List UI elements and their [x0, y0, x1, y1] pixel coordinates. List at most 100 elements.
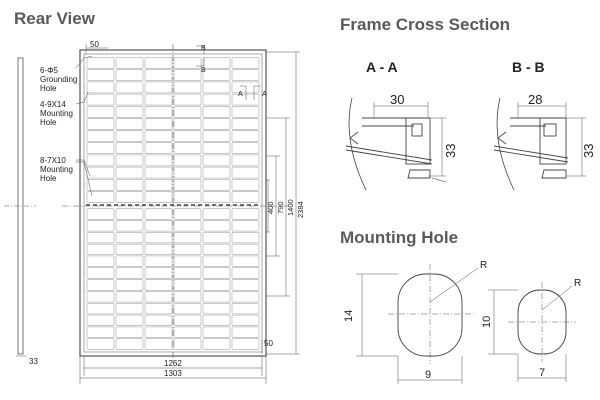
mounting-hole-9x14-label-1: Mounting — [40, 109, 73, 118]
solar-cell — [231, 166, 260, 179]
mounting-hole-title: Mounting Hole — [340, 228, 459, 247]
solar-cell — [231, 179, 260, 191]
solar-cell — [144, 81, 173, 94]
solar-cell — [202, 130, 231, 142]
top-offset-dim — [85, 44, 108, 54]
solar-cell — [115, 314, 144, 326]
top-offset-value: 50 — [90, 40, 99, 49]
solar-cell — [86, 69, 115, 81]
mounting-hole-9x14-spec: 4-9X14 — [40, 100, 66, 109]
solar-cell — [231, 326, 260, 338]
solar-cell — [86, 220, 115, 232]
solar-cell — [202, 93, 231, 106]
dim-lines-bb — [517, 102, 586, 177]
solar-cell — [231, 232, 260, 244]
solar-cell — [86, 243, 115, 255]
solar-cell — [173, 208, 202, 220]
frame-profile-aa — [345, 97, 447, 191]
solar-cell — [115, 93, 144, 106]
solar-cell — [144, 208, 173, 220]
solar-cell — [144, 326, 173, 338]
solar-cell — [86, 166, 115, 179]
solar-cell — [86, 338, 115, 350]
solar-cell — [173, 69, 202, 81]
cell-grid — [86, 57, 260, 350]
solar-cell — [86, 191, 115, 203]
solar-cell — [86, 81, 115, 94]
solar-cell — [173, 255, 202, 267]
solar-cell — [86, 326, 115, 338]
callout-leaders — [75, 55, 93, 197]
solar-cell — [86, 142, 115, 154]
solar-cell — [144, 93, 173, 106]
solar-cell — [202, 291, 231, 303]
solar-cell — [86, 154, 115, 167]
solar-cell — [202, 142, 231, 154]
solar-cell — [202, 267, 231, 279]
solar-cell — [115, 326, 144, 338]
solar-cell — [173, 130, 202, 142]
solar-cell — [173, 179, 202, 191]
section-marker-a-right: A — [262, 91, 267, 98]
solar-cell — [115, 69, 144, 81]
solar-cell — [115, 303, 144, 315]
solar-cell — [86, 93, 115, 106]
solar-cell — [144, 232, 173, 244]
solar-cell — [231, 130, 260, 142]
solar-cell — [115, 255, 144, 267]
mounting-hole-large-dims — [356, 264, 479, 384]
solar-cell — [86, 232, 115, 244]
dim-2384: 2384 — [296, 201, 305, 218]
solar-cell — [202, 326, 231, 338]
dim-1303: 1303 — [164, 369, 182, 378]
mounting-hole-small-radius: R — [574, 278, 581, 289]
section-marker-a-left: A — [238, 91, 243, 98]
solar-cell — [115, 279, 144, 291]
solar-cell — [144, 243, 173, 255]
solar-cell — [231, 267, 260, 279]
solar-cell — [173, 154, 202, 167]
solar-cell — [144, 166, 173, 179]
solar-cell — [202, 208, 231, 220]
solar-cell — [86, 279, 115, 291]
solar-cell — [173, 81, 202, 94]
solar-cell — [202, 166, 231, 179]
solar-cell — [86, 57, 115, 69]
solar-cell — [115, 232, 144, 244]
solar-cell — [115, 267, 144, 279]
solar-cell — [231, 208, 260, 220]
solar-cell — [202, 232, 231, 244]
section-marker-b-bottom: B — [201, 67, 206, 74]
mounting-hole-large-length: 14 — [343, 310, 355, 322]
solar-cell — [173, 166, 202, 179]
grounding-hole-spec: 6-Φ5 — [40, 66, 58, 75]
solar-cell — [144, 314, 173, 326]
solar-cell — [231, 338, 260, 350]
solar-cell — [231, 81, 260, 94]
solar-cell — [173, 326, 202, 338]
panel-side-profile — [4, 57, 36, 355]
solar-cell — [202, 106, 231, 118]
section-bb-height: 33 — [581, 144, 596, 158]
section-marker-a — [240, 85, 260, 100]
solar-cell — [144, 69, 173, 81]
vertical-dimension-lines — [261, 51, 300, 355]
solar-cell — [86, 179, 115, 191]
solar-cell — [115, 118, 144, 130]
solar-cell — [86, 118, 115, 130]
section-marker-b — [196, 45, 205, 67]
solar-cell — [115, 106, 144, 118]
bottom-offset-value: 50 — [264, 339, 273, 348]
solar-cell — [115, 191, 144, 203]
dim-400: 400 — [266, 201, 275, 214]
solar-cell — [173, 191, 202, 203]
solar-cell — [173, 291, 202, 303]
mounting-hole-7x10-callout: 8-7X10 Mounting Hole — [40, 156, 73, 183]
solar-cell — [202, 338, 231, 350]
dim-lines-aa — [373, 102, 446, 177]
solar-cell — [202, 81, 231, 94]
solar-cell — [231, 142, 260, 154]
solar-cell — [144, 220, 173, 232]
